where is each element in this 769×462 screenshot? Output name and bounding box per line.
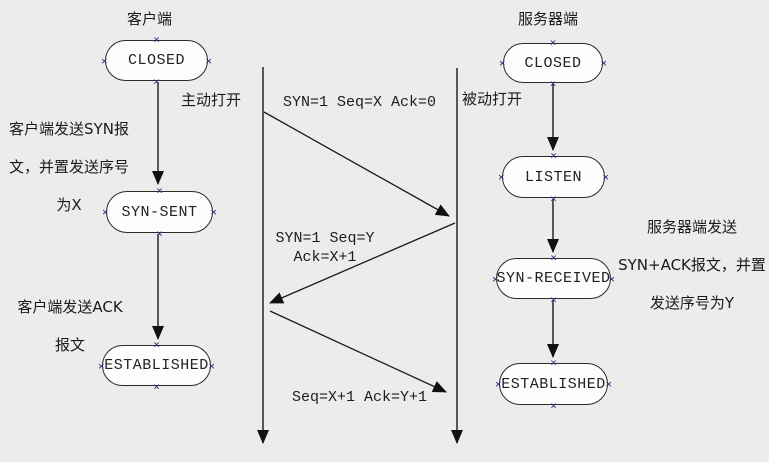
message-ack-label: Seq=X+1 Ack=Y+1 [292, 389, 428, 406]
connection-point-icon: × [153, 338, 160, 351]
connection-point-icon: × [549, 36, 557, 49]
connection-point-icon: × [208, 359, 215, 372]
state-label: SYN-RECEIVED [496, 270, 611, 287]
connection-point-icon: × [605, 377, 612, 391]
connection-point-icon: × [153, 33, 160, 46]
message-syn-label: SYN=1 Seq=X Ack=0 [283, 94, 437, 111]
connection-point-icon: × [550, 251, 557, 264]
client-title: 客户端 [127, 10, 173, 28]
connection-point-icon: × [550, 356, 557, 369]
connection-point-icon: × [499, 56, 506, 70]
connection-point-icon: × [495, 377, 502, 391]
state-label: ESTABLISHED [104, 357, 209, 374]
state-label: LISTEN [524, 168, 582, 186]
state-node-client-synsent: SYN-SENT × × × × [102, 185, 217, 239]
connection-point-icon: × [210, 205, 217, 219]
state-label: SYN-SENT [121, 203, 198, 221]
state-label: CLOSED [524, 54, 582, 72]
connection-point-icon: × [550, 192, 557, 205]
connection-point-icon: × [153, 75, 160, 88]
connection-point-icon: × [608, 272, 615, 285]
state-node-server-listen: LISTEN × × × × [498, 150, 609, 204]
state-node-server-synreceived: SYN-RECEIVED × × × × [492, 252, 615, 305]
client-syn-note: 客户端发送SYN报 文，并置发送序号 为X [8, 120, 129, 214]
state-node-server-established: ESTABLISHED × × × × [495, 357, 612, 411]
arrow-message-syn [263, 111, 450, 217]
connection-point-icon: × [549, 77, 557, 90]
connection-point-icon: × [600, 56, 607, 70]
message-synack-label: SYN=1 Seq=Y Ack=X+1 [275, 230, 375, 266]
state-node-server-closed: CLOSED × × × × [499, 37, 607, 89]
connection-point-icon: × [550, 149, 557, 162]
connection-point-icon: × [492, 272, 499, 285]
connection-point-icon: × [101, 54, 108, 67]
arrow-message-ack [269, 310, 447, 393]
connection-point-icon: × [102, 205, 109, 219]
connection-point-icon: × [153, 380, 160, 393]
connection-point-icon: × [602, 170, 609, 184]
connection-point-icon: × [550, 293, 557, 306]
connection-point-icon: × [156, 227, 163, 240]
state-label: CLOSED [127, 52, 185, 69]
server-title: 服务器端 [518, 10, 579, 28]
connection-point-icon: × [156, 184, 163, 197]
client-active-open-label: 主动打开 [181, 91, 242, 109]
state-node-client-closed: CLOSED × × × × [101, 34, 212, 87]
server-synack-note: 服务器端发送 SYN+ACK报文，并置 发送序号为Y [618, 218, 766, 312]
state-node-client-established: ESTABLISHED × × × × [98, 339, 215, 392]
server-passive-open-label: 被动打开 [462, 90, 523, 108]
client-ack-note: 客户端发送ACK 报文 [17, 298, 123, 354]
connection-point-icon: × [205, 54, 212, 67]
connection-point-icon: × [98, 359, 105, 372]
connection-point-icon: × [498, 170, 505, 184]
state-label: ESTABLISHED [501, 375, 606, 393]
connection-point-icon: × [550, 399, 557, 412]
